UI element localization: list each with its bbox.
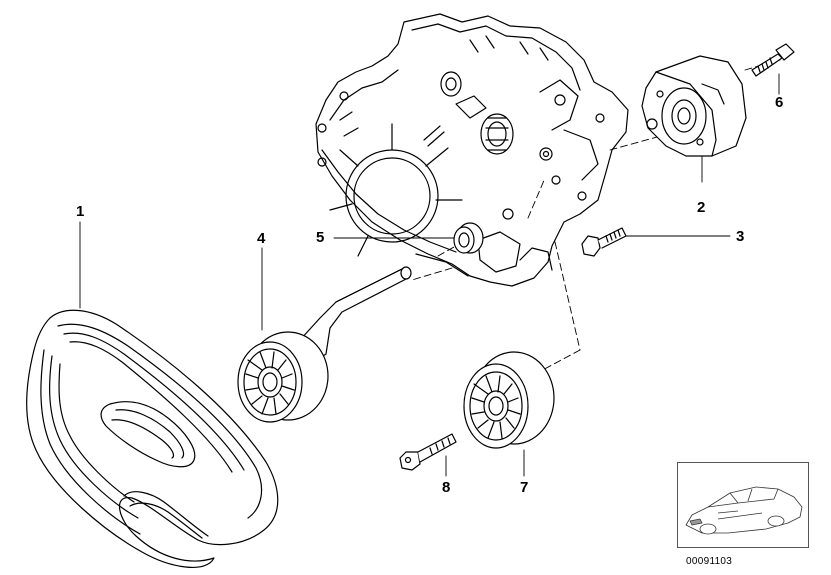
reference-code: 00091103 <box>686 556 733 567</box>
engine-block-icon <box>316 14 628 286</box>
callout-4: 4 <box>257 230 266 247</box>
callout-3: 3 <box>736 228 745 245</box>
car-icon <box>678 463 808 547</box>
pulley-icon <box>454 223 483 253</box>
ribbed-belt-icon <box>27 310 278 567</box>
car-thumbnail <box>677 462 809 548</box>
callout-2: 2 <box>697 199 706 216</box>
bolt-icon <box>752 44 794 76</box>
callout-6: 6 <box>775 94 784 111</box>
leader-lines <box>80 74 779 476</box>
bolt-icon <box>582 228 626 256</box>
bolt-icon <box>400 434 456 470</box>
callout-7: 7 <box>520 479 529 496</box>
callout-1: 1 <box>76 203 85 220</box>
pulley-icon <box>464 352 554 448</box>
callout-8: 8 <box>442 479 451 496</box>
callout-5: 5 <box>316 229 325 246</box>
belt-tensioner-icon <box>642 56 746 156</box>
pulley-icon <box>238 267 411 422</box>
